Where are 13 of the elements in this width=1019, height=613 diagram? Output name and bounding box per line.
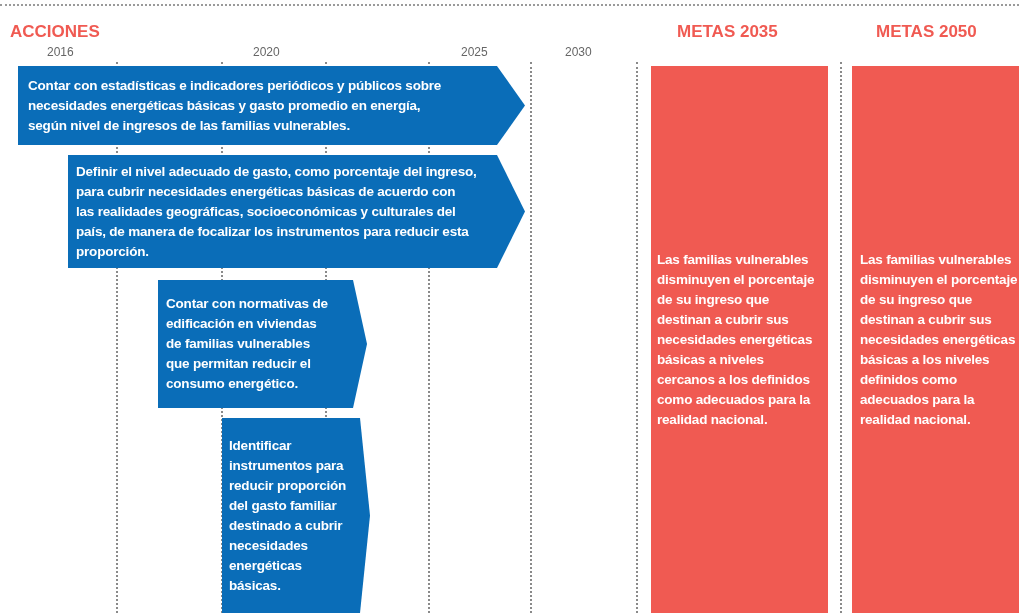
section-heading: METAS 2050 [876,22,977,42]
action-banner: Identificar instrumentos para reducir proporción del gasto familiar destinado a cubrir necesidades energéticas básicas. [222,418,370,613]
action-banner: Definir el nivel adecuado de gasto, como porcentaje del ingreso, para cubrir necesidades energéticas básicas de acuerdo con las realidades geográficas, socioeconómicas y culturales del país, de manera de focalizar los instrumentos para reducir esta proporción. [68,155,525,268]
action-banner: Contar con normativas de edificación en viviendas de familias vulnerables que permitan reducir el consumo energético. [158,280,367,408]
action-banner: Contar con estadísticas e indicadores periódicos y públicos sobre necesidades energéticas básicas y gasto promedio en energía, según nivel de ingresos de las familias vulnerables. [18,66,525,145]
goal-panel: Las familias vulnerables disminuyen el porcentaje de su ingreso que destinan a cubrir sus necesidades energéticas básicas a niveles cercanos a los definidos como adecuados para la realidad nacional. [651,66,828,613]
year-label: 2025 [461,45,488,59]
year-label: 2016 [47,45,74,59]
goal-panel: Las familias vulnerables disminuyen el porcentaje de su ingreso que destinan a cubrir sus necesidades energéticas básicas a los niveles definidos como adecuados para la realidad nacional. [852,66,1019,613]
section-heading: ACCIONES [10,22,100,42]
year-label: 2020 [253,45,280,59]
year-label: 2030 [565,45,592,59]
section-heading: METAS 2035 [677,22,778,42]
